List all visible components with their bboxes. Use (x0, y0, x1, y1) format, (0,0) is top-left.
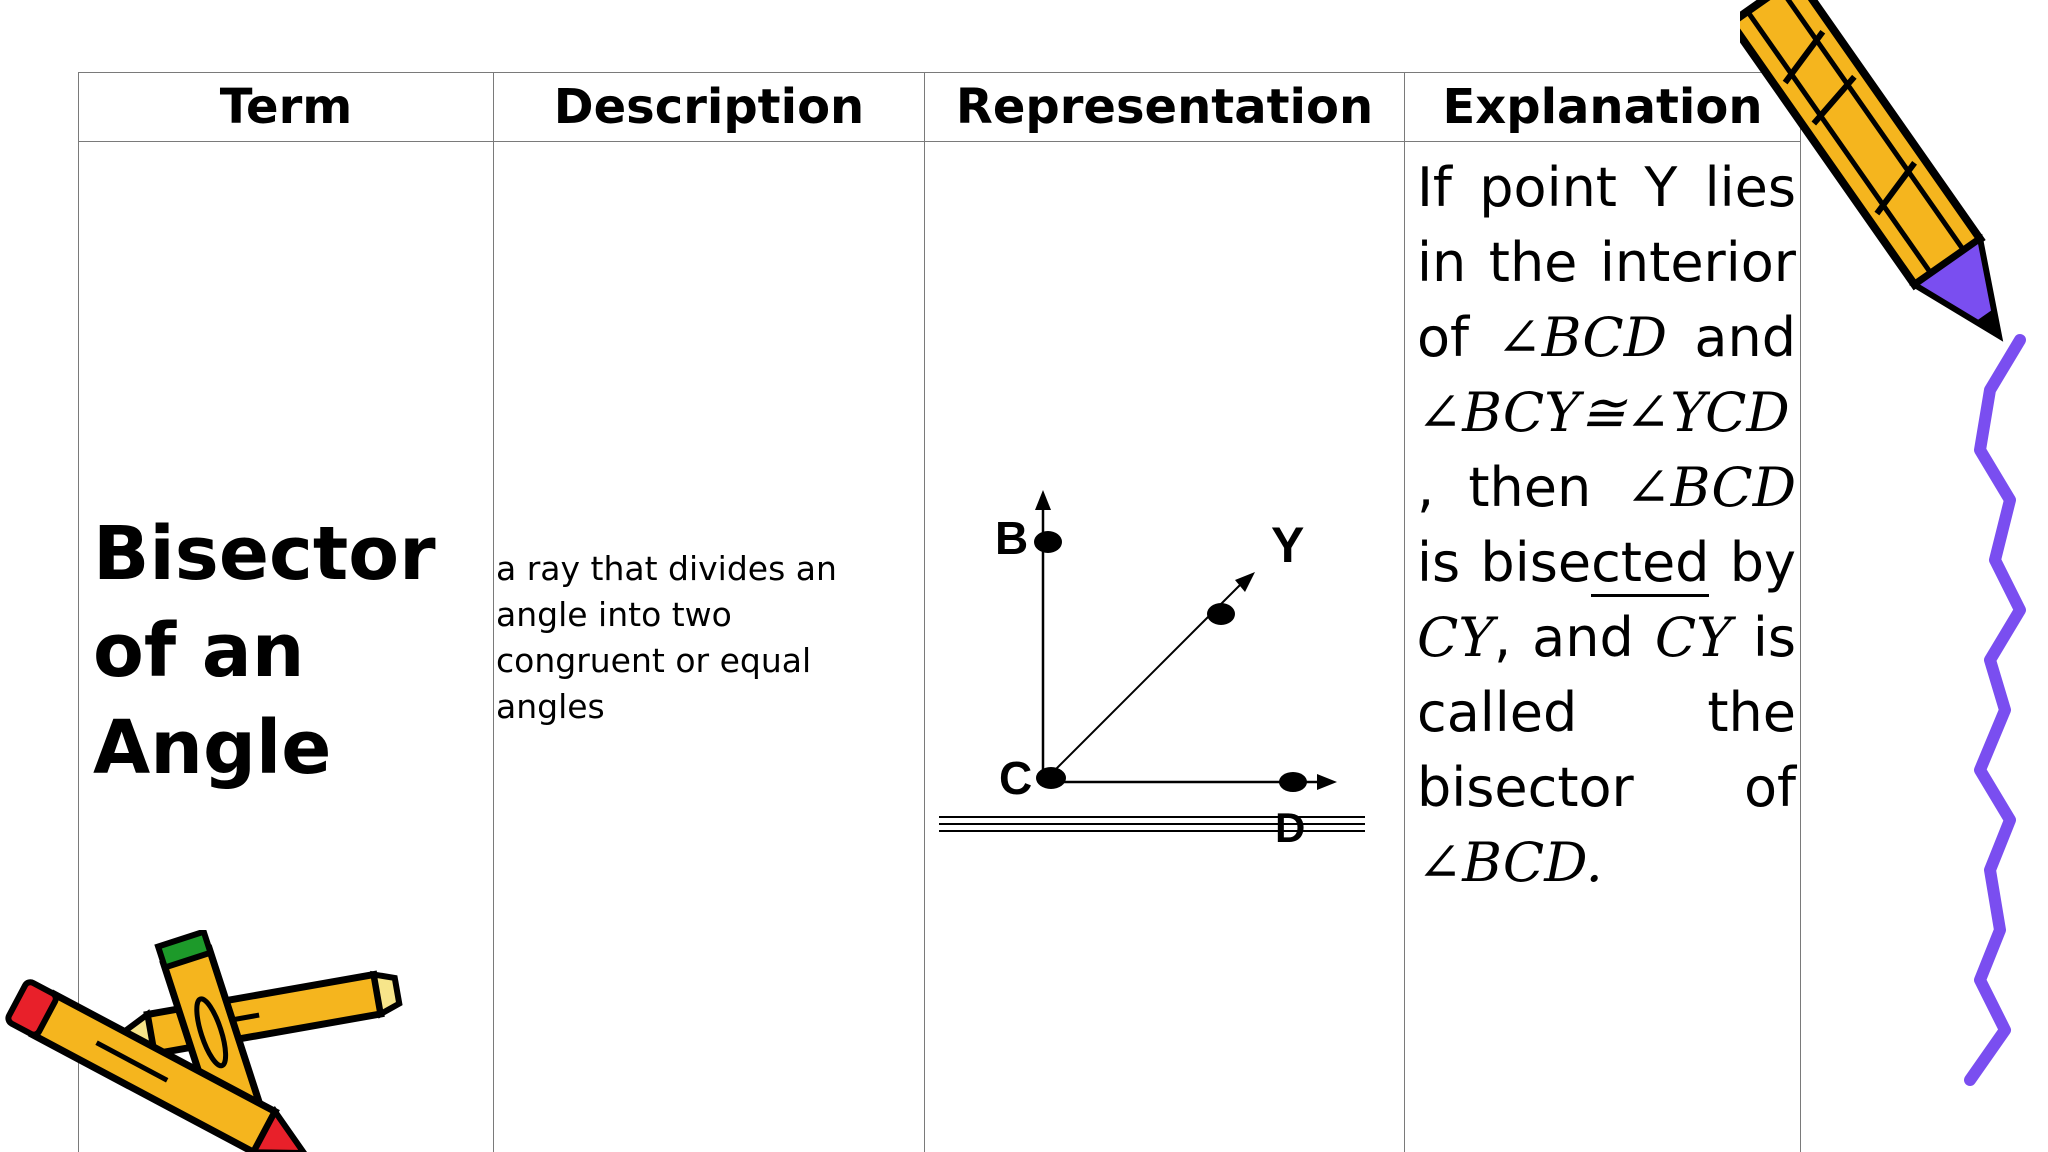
angle-bisector-diagram: B C Y D (939, 490, 1365, 851)
explanation-cell: If point Y lies in the interior of ∠BCD … (1404, 141, 1801, 1152)
term-line: of an (93, 608, 305, 694)
description-cell: a ray that divides an angle into two con… (493, 141, 925, 1152)
math-congruence: ∠BCY≅∠YCD (1417, 381, 1790, 444)
math-angle-bcd: ∠BCD. (1417, 831, 1603, 894)
pencil-body (1740, 0, 1986, 291)
arrow-head-y (1235, 572, 1255, 592)
math-ray-cy: CY (1654, 606, 1732, 669)
header-description: Description (493, 72, 925, 142)
term-cell: Bisector of an Angle (78, 141, 494, 1152)
term-line: Bisector (93, 511, 436, 597)
vocabulary-table: Term Description Representation Explanat… (78, 72, 1801, 1152)
header-representation: Representation (924, 72, 1405, 142)
point-c (1036, 767, 1066, 789)
explanation-text-part: and (1667, 306, 1796, 369)
point-y (1207, 603, 1235, 625)
explanation-text: If point Y lies in the interior of ∠BCD … (1417, 150, 1796, 900)
squiggle-line-clipart (1964, 334, 2026, 1086)
pencil-eraser (5, 979, 59, 1038)
label-d: D (1275, 804, 1305, 851)
explanation-text-part: is called the bisector of (1417, 606, 1796, 819)
label-y: Y (1271, 517, 1304, 573)
explanation-text-part: , and (1493, 606, 1655, 669)
explanation-text-part: , then (1417, 456, 1626, 519)
term-line: Angle (93, 705, 332, 791)
explanation-text-part: If point Y lies in the interior of (1417, 156, 1796, 369)
squiggle-line (1964, 334, 2026, 1086)
header-term: Term (78, 72, 494, 142)
math-ray-cy: CY (1417, 606, 1494, 669)
pencils-clipart (5, 930, 403, 1152)
label-c: C (999, 752, 1032, 804)
arrow-head-b (1035, 490, 1051, 510)
pencil-tip (248, 1105, 310, 1152)
underlined-text: cted (1591, 531, 1710, 597)
point-d (1279, 772, 1307, 792)
arrow-head-d (1317, 774, 1337, 790)
pencil-clipart (1740, 0, 2004, 342)
math-angle-bcd: ∠BCD (1625, 456, 1796, 519)
math-angle-bcd: ∠BCD (1496, 306, 1667, 369)
table-row: Bisector of an Angle a ray that divides … (78, 141, 1801, 1152)
label-b: B (995, 512, 1028, 564)
explanation-text-part: is bise (1417, 531, 1592, 594)
representation-cell: B C Y D (924, 141, 1405, 1152)
pencil-tip (1909, 233, 2004, 342)
header-row: Term Description Representation Explanat… (78, 72, 1801, 142)
explanation-text-part: by (1709, 531, 1796, 594)
point-b (1034, 531, 1062, 553)
description-text: a ray that divides an angle into two con… (496, 549, 837, 726)
